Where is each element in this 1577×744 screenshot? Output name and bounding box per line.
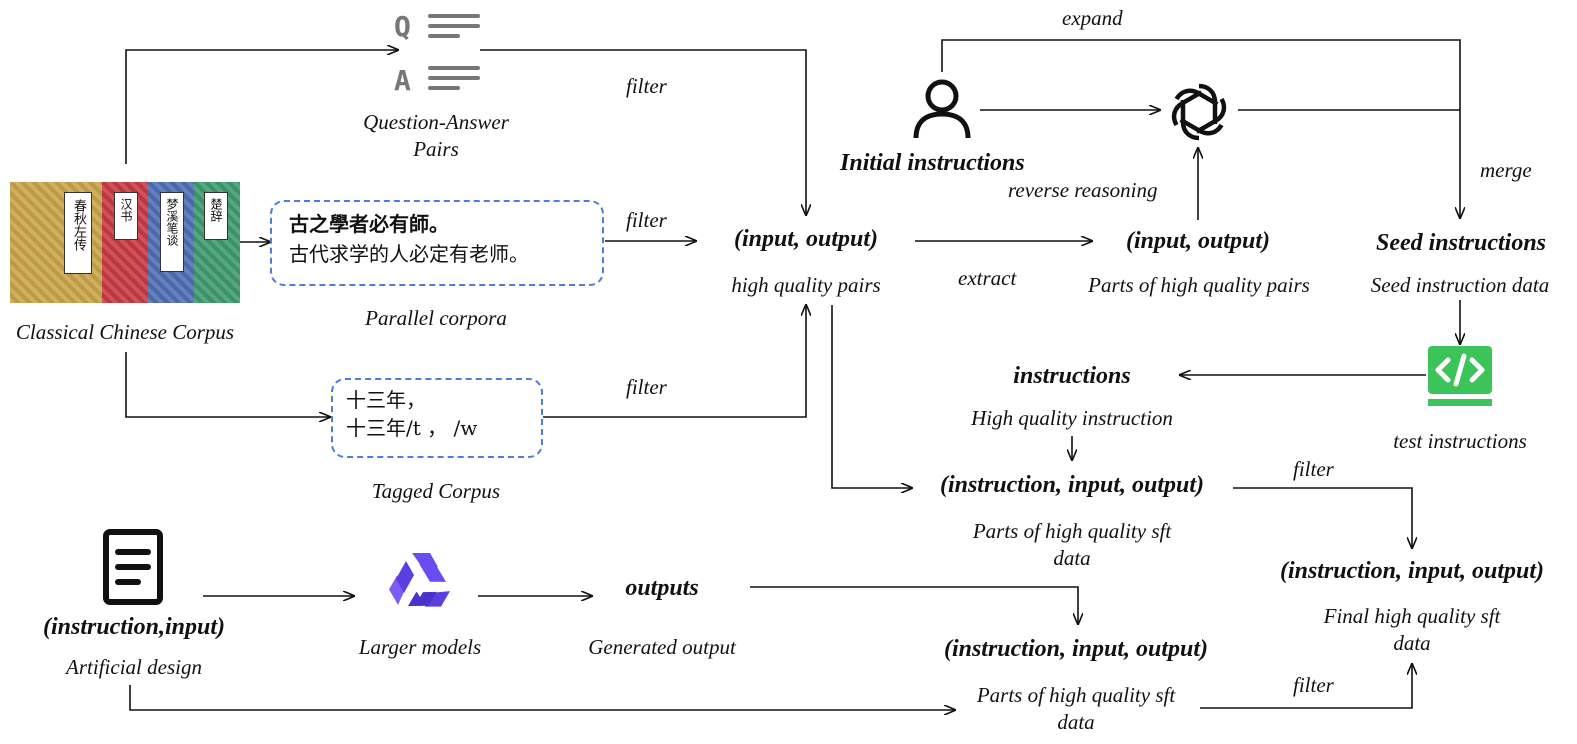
- filter-label-qa: filter: [626, 74, 667, 98]
- book-title-slip: 春秋左传: [64, 192, 92, 274]
- parts-pairs-title: (input, output): [1125, 228, 1271, 254]
- artificial-label: Artificial design: [66, 655, 202, 679]
- parts-pairs-label: Parts of high quality pairs: [1088, 273, 1310, 297]
- expand-label: expand: [1062, 6, 1123, 30]
- book-title-text: 春秋左传: [71, 199, 86, 251]
- filter-label-parallel: filter: [626, 208, 667, 232]
- book-hanshu: [102, 182, 148, 303]
- artificial-title: (instruction,input): [42, 614, 226, 640]
- book-title-text: 梦溪笔谈: [165, 198, 179, 246]
- instructions-label: High quality instruction: [971, 406, 1173, 430]
- parallel-line1: 古之學者必有師。: [289, 212, 449, 236]
- book-title-slip: 楚辞: [204, 192, 228, 240]
- tagged-line2: 十三年/t ， /w: [346, 416, 478, 440]
- merge-label: merge: [1480, 158, 1532, 182]
- arrow-corpus-to-qa: [125, 50, 398, 164]
- parallel-corpora-box: [270, 200, 604, 286]
- final-title: (instruction, input, output): [1279, 558, 1545, 584]
- arrow-corpus-to-tagged: [125, 352, 330, 417]
- corpus-books-image: 春秋左传 汉书 梦溪笔谈 楚辞: [10, 182, 240, 303]
- parallel-label: Parallel corpora: [365, 306, 507, 330]
- sft2-label-line1: Parts of high quality sft: [976, 683, 1176, 707]
- tagged-label: Tagged Corpus: [371, 479, 501, 503]
- seed-instructions-label: Seed instruction data: [1370, 273, 1550, 297]
- hq-pairs-label: high quality pairs: [731, 273, 881, 297]
- extract-label: extract: [958, 266, 1017, 290]
- seed-instructions-title: Seed instructions: [1375, 230, 1547, 256]
- qa-icon: Q A: [394, 10, 480, 96]
- person-icon: [913, 79, 971, 139]
- tagged-line1: 十三年，: [346, 388, 426, 412]
- book-title-text: 汉书: [119, 198, 133, 222]
- qa-label-line1: Question-Answer: [363, 110, 509, 134]
- parallel-line2: 古代求学的人必定有老师。: [289, 242, 529, 266]
- qwen-logo-icon: [389, 553, 450, 607]
- openai-logo-icon: [1171, 83, 1227, 141]
- tagged-corpus-box: [331, 378, 543, 458]
- sft2-label-line2: data: [1057, 710, 1095, 734]
- filter-label-sft1: filter: [1293, 457, 1334, 481]
- arrow-tagged-to-hq: [543, 305, 806, 418]
- filter-label-sft2: filter: [1293, 673, 1334, 697]
- outputs-label: Generated output: [588, 635, 736, 659]
- filter-label-tagged: filter: [626, 375, 667, 399]
- arrow-hq-to-sft1: [831, 305, 912, 488]
- larger-models-label: Larger models: [358, 635, 482, 659]
- initial-instructions-title: Initial instructions: [840, 150, 1025, 176]
- document-icon: [103, 529, 163, 605]
- book-title-text: 楚辞: [209, 198, 223, 222]
- sft1-label-line2: data: [1053, 546, 1091, 570]
- arrow-artificial-to-sft2: [129, 685, 955, 710]
- instructions-title: instructions: [1013, 363, 1131, 389]
- sft1-title: (instruction, input, output): [939, 472, 1205, 498]
- qa-icon-q: Q: [394, 10, 411, 43]
- arrow-expand: [941, 39, 1460, 218]
- code-icon: [1428, 346, 1492, 406]
- arrow-qa-to-hq: [480, 49, 806, 215]
- corpus-label: Classical Chinese Corpus: [15, 320, 235, 344]
- reverse-reasoning-label: reverse reasoning: [1008, 178, 1158, 202]
- final-label-line2: data: [1393, 631, 1431, 655]
- arrow-sft2-to-final: [1200, 664, 1412, 709]
- qa-label-line2: Pairs: [413, 137, 459, 161]
- book-title-slip: 汉书: [114, 192, 138, 240]
- sft1-label-line1: Parts of high quality sft: [972, 519, 1172, 543]
- outputs-title: outputs: [625, 575, 699, 601]
- book-title-slip: 梦溪笔谈: [160, 192, 184, 272]
- qa-icon-a: A: [394, 64, 411, 96]
- final-label-line1: Final high quality sft: [1323, 604, 1501, 628]
- hq-pairs-title: (input, output): [733, 226, 879, 252]
- test-instructions-label: test instructions: [1393, 429, 1527, 453]
- arrow-outputs-to-sft2: [750, 586, 1078, 624]
- arrow-sft1-to-final: [1233, 487, 1412, 548]
- sft2-title: (instruction, input, output): [943, 636, 1209, 662]
